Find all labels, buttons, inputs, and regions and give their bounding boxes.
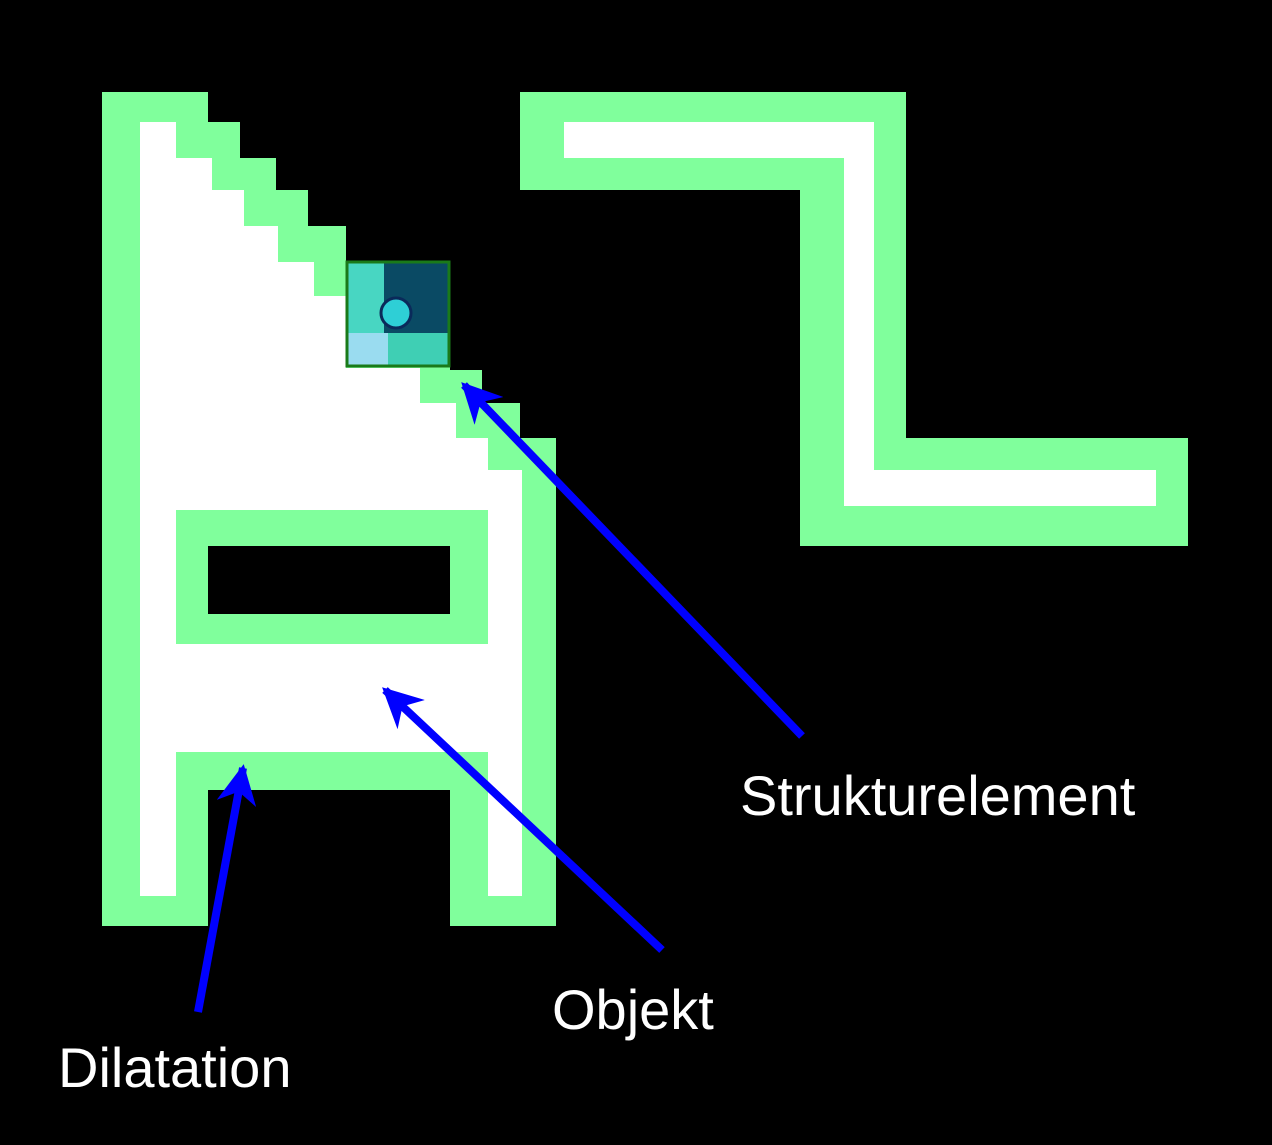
strukturelement-label: Strukturelement [740, 764, 1136, 827]
arrow-to-dilatation [194, 764, 257, 1013]
objekt-label: Objekt [552, 978, 714, 1041]
object-region-a [140, 122, 522, 896]
structuring-element [345, 260, 451, 368]
arrow-to-structuring-element [461, 382, 805, 739]
dilatation-label: Dilatation [58, 1036, 292, 1099]
arrow-to-object [382, 687, 665, 953]
origin-marker [379, 296, 413, 330]
object-region-z [564, 122, 1156, 506]
